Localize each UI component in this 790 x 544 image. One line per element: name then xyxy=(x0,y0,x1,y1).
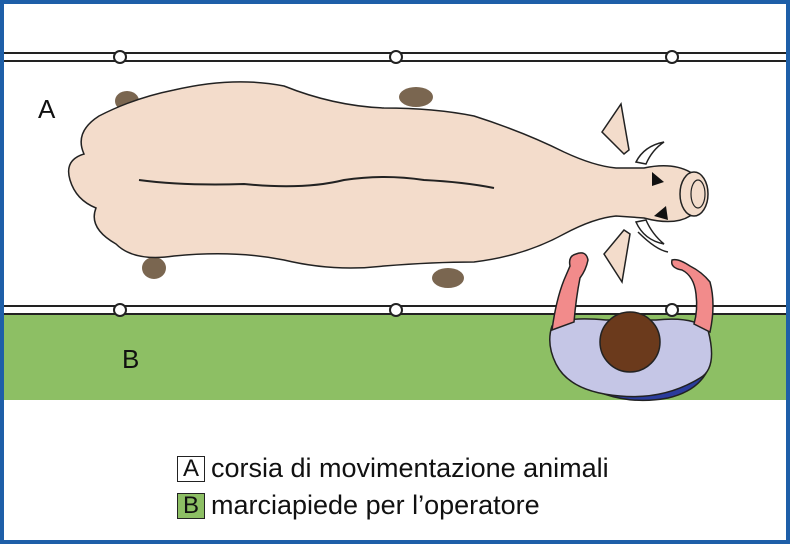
legend-item-b: B marciapiede per l’operatore xyxy=(177,487,609,524)
legend-text-a: corsia di movimentazione animali xyxy=(211,453,609,484)
legend-item-a: A corsia di movimentazione animali xyxy=(177,450,609,487)
legend-key-a: A xyxy=(177,456,205,482)
operator-icon xyxy=(550,253,713,401)
rail-icon xyxy=(4,304,786,316)
legend: A corsia di movimentazione animali B mar… xyxy=(177,450,609,524)
legend-text-b: marciapiede per l’operatore xyxy=(211,490,540,521)
zone-b-label: B xyxy=(122,344,139,375)
legend-key-b: B xyxy=(177,493,205,519)
cow-icon xyxy=(69,82,708,288)
zone-a-label: A xyxy=(38,94,55,125)
rail-icon xyxy=(4,51,786,63)
